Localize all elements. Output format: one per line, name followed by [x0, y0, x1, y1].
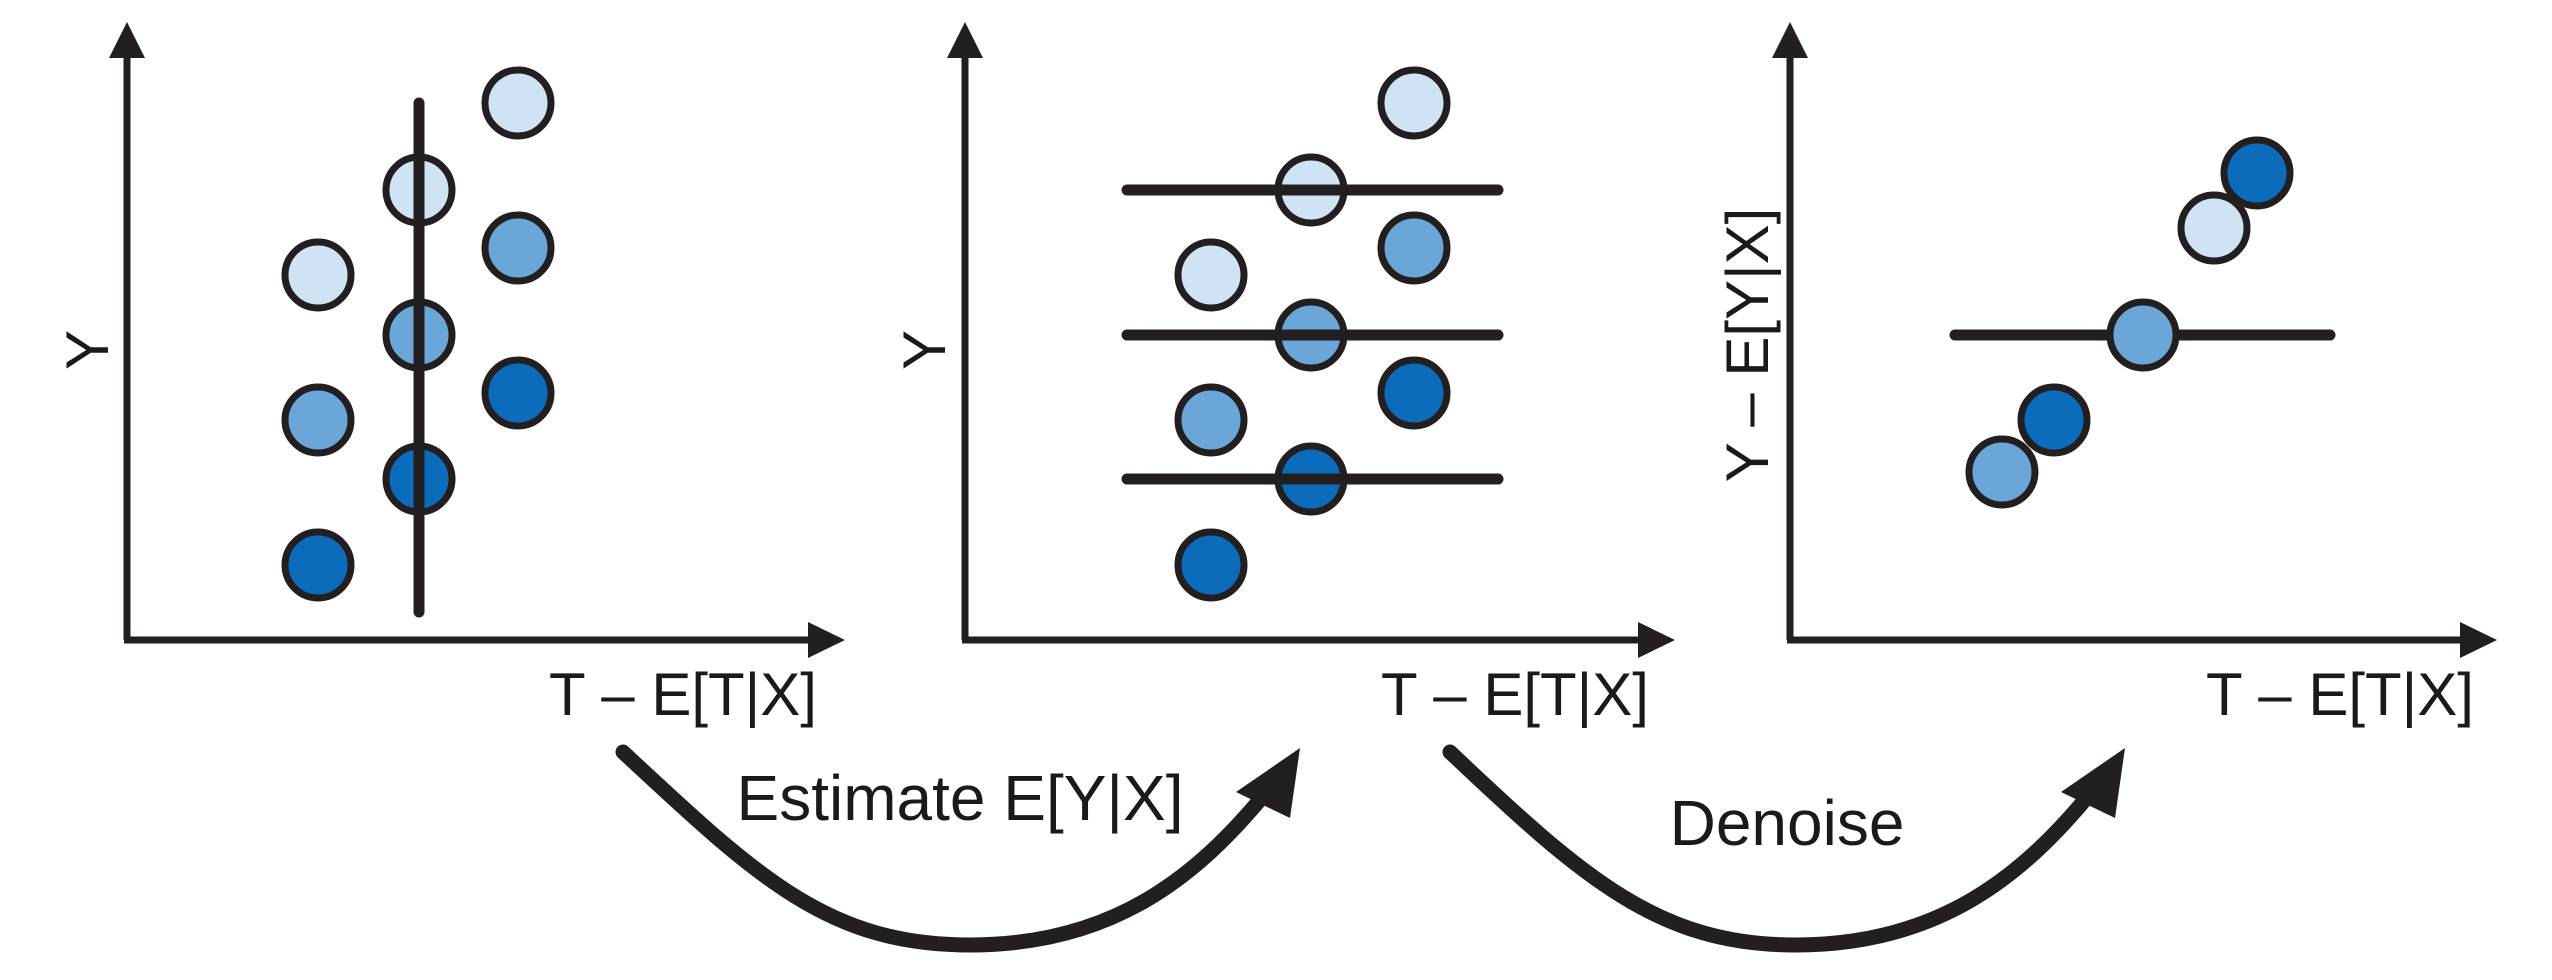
panel-3-y-axis-arrowhead: [1772, 22, 1808, 58]
panel-3: Y – E[Y|X] T – E[T|X]: [1714, 22, 2497, 728]
panel-1-data-point-9: [281, 528, 355, 602]
panel-1-y-label: Y: [54, 330, 121, 370]
panel-3-x-axis-arrowhead: [2460, 622, 2497, 658]
panel-1-y-axis-arrowhead: [109, 22, 145, 58]
panel-2: Y T – E[T|X]: [891, 22, 1675, 728]
panel-3-data-point-3: [2106, 298, 2180, 372]
panel-2-data-point-1: [1377, 66, 1451, 140]
panel-2-x-label: T – E[T|X]: [1381, 661, 1649, 728]
arrow-estimate-curve: [615, 744, 1276, 953]
arrow-estimate: Estimate E[Y|X]: [615, 744, 1300, 953]
arrow-denoise-curve: [1442, 744, 2101, 953]
panel-1-x-label: T – E[T|X]: [549, 661, 817, 728]
panel-1-data-point-6: [281, 383, 355, 457]
panel-2-data-point-6: [1174, 383, 1248, 457]
arrow-estimate-arrowhead: [1236, 748, 1300, 818]
panel-2-data-point-9: [1174, 528, 1248, 602]
panel-1-data-point-7: [481, 356, 555, 430]
panel-2-data-point-3: [1174, 238, 1248, 312]
panel-2-y-axis-arrowhead: [947, 22, 983, 58]
panel-1-data-point-3: [281, 238, 355, 312]
arrow-denoise: Denoise: [1442, 744, 2125, 953]
panel-3-data-point-4: [2177, 191, 2251, 265]
panel-3-data-point-2: [2017, 383, 2091, 457]
panel-1-data-point-1: [481, 66, 555, 140]
panel-2-data-point-7: [1377, 356, 1451, 430]
arrow-denoise-arrowhead: [2061, 748, 2125, 818]
arrow-estimate-label: Estimate E[Y|X]: [737, 762, 1184, 834]
arrow-denoise-label: Denoise: [1670, 787, 1905, 859]
panel-2-y-label: Y: [891, 330, 958, 370]
panel-2-data-point-4: [1377, 211, 1451, 285]
panel-3-x-label: T – E[T|X]: [2206, 661, 2474, 728]
panel-1: Y T – E[T|X]: [54, 22, 845, 728]
panel-3-data-point-5: [2220, 136, 2294, 210]
panel-2-x-axis-arrowhead: [1638, 622, 1675, 658]
panel-1-x-axis-arrowhead: [808, 622, 845, 658]
panel-1-data-point-4: [481, 211, 555, 285]
panel-3-data-point-1: [1965, 435, 2039, 509]
panel-3-y-label: Y – E[Y|X]: [1714, 208, 1781, 483]
